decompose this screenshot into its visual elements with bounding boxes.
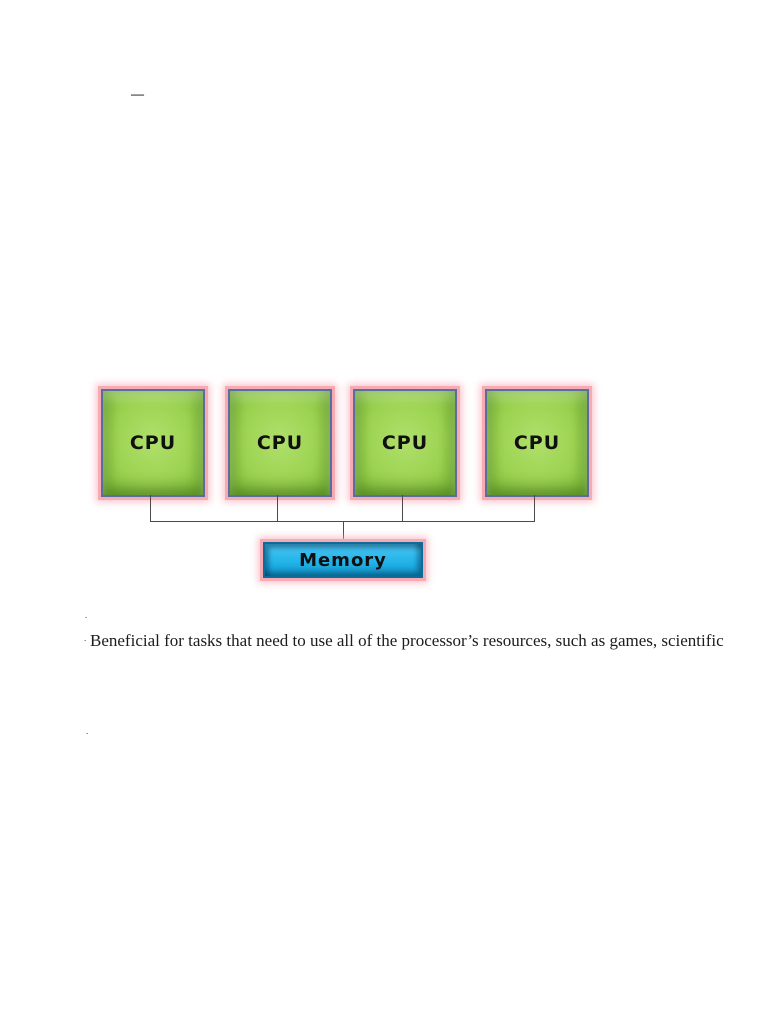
cpu-label: CPU (513, 432, 561, 454)
bullet-dot: . (84, 633, 87, 643)
cpu-label: CPU (381, 432, 429, 454)
diagram-node-cpu-3: CPU (353, 389, 457, 497)
connector-bus-memory (343, 521, 344, 542)
cpu-label: CPU (129, 432, 177, 454)
stray-period: . (86, 726, 89, 736)
connector-cpu2-bus (277, 495, 278, 521)
diagram-node-cpu-2: CPU (228, 389, 332, 497)
bus-line (150, 521, 535, 522)
connector-cpu4-bus (534, 495, 535, 521)
connector-cpu1-bus (150, 495, 151, 521)
stray-period: . (85, 610, 88, 620)
cpu-label: CPU (256, 432, 304, 454)
diagram-node-cpu-4: CPU (485, 389, 589, 497)
diagram-node-memory: Memory (263, 542, 423, 578)
body-text-line: Beneficial for tasks that need to use al… (90, 631, 724, 650)
connector-cpu3-bus (402, 495, 403, 521)
memory-label: Memory (299, 549, 387, 571)
dash-mark: — (131, 86, 144, 101)
diagram-node-cpu-1: CPU (101, 389, 205, 497)
